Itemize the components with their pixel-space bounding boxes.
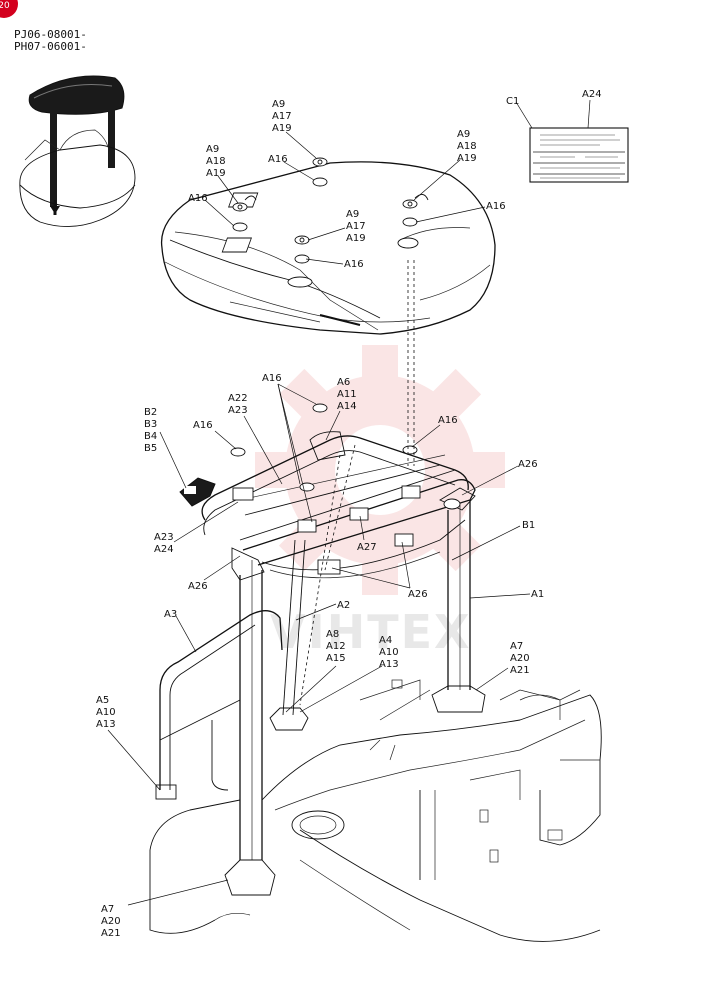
callout-line: A24 [582, 89, 602, 100]
callout-line: C1 [506, 96, 519, 107]
callout-line: A16 [344, 259, 364, 270]
callout-line: A6 [337, 377, 350, 388]
callout-line: A16 [438, 415, 458, 426]
callout-a4-a10-a13: A4 A10 A13 [379, 635, 402, 670]
callout-line: A18 [206, 156, 226, 167]
callout-line: B5 [144, 443, 157, 454]
callout-a24: A24 [582, 89, 602, 100]
warning-label-plate [529, 127, 629, 183]
callout-line: A20 [101, 916, 121, 927]
callout-line: A16 [486, 201, 506, 212]
watermark-gear [255, 345, 505, 595]
callout-line: A19 [346, 233, 366, 244]
callout-line: A19 [206, 168, 226, 179]
callout-a16-mid: A16 [344, 259, 364, 270]
callout-line: A15 [326, 653, 346, 664]
serial-line-1: PJ06-08001- [14, 28, 87, 41]
callout-a23-a24: A23 A24 [154, 532, 177, 555]
callout-a9-a17-a19-top: A9 A17 A19 [272, 99, 295, 134]
callout-a26-center: A26 [408, 589, 428, 600]
callout-line: A5 [96, 695, 109, 706]
callout-line: B3 [144, 419, 157, 430]
callout-line: A13 [96, 719, 116, 730]
callout-c1: C1 [506, 96, 519, 107]
callout-a16-frame-left: A16 [193, 420, 213, 431]
watermark-text: VIHTEX [270, 605, 471, 659]
callout-a6-a11-a14: A6 A11 A14 [337, 377, 360, 412]
callout-b2-b5: B2 B3 B4 B5 [144, 407, 160, 454]
callout-line: A9 [272, 99, 285, 110]
callout-line: A21 [510, 665, 530, 676]
callout-line: A21 [101, 928, 121, 939]
callout-line: A4 [379, 635, 392, 646]
callout-line: A9 [346, 209, 359, 220]
callout-line: A17 [346, 221, 366, 232]
callout-line: A16 [188, 193, 208, 204]
callout-line: A8 [326, 629, 339, 640]
callout-line: A9 [457, 129, 470, 140]
callout-a1: A1 [531, 589, 544, 600]
callout-line: A19 [272, 123, 292, 134]
callout-a9-a18-a19-right: A9 A18 A19 [457, 129, 480, 164]
callout-line: A7 [101, 904, 114, 915]
callout-labels: A9 A17 A19 A16 A9 A18 A19 A16 A9 A17 A19… [96, 89, 602, 939]
callout-line: A16 [268, 154, 288, 165]
callout-line: A11 [337, 389, 357, 400]
callout-a16-frame-right: A16 [438, 415, 458, 426]
callout-line: A10 [379, 647, 399, 658]
callout-line: A1 [531, 589, 544, 600]
callout-line: B4 [144, 431, 157, 442]
callout-line: A2 [337, 600, 350, 611]
callout-line: A23 [154, 532, 174, 543]
callout-line: A16 [262, 373, 282, 384]
callout-line: B1 [522, 520, 535, 531]
callout-line: A18 [457, 141, 477, 152]
callout-line: A26 [518, 459, 538, 470]
callout-a16-right: A16 [486, 201, 506, 212]
callout-line: A22 [228, 393, 248, 404]
serial-line-2: PH07-06001- [14, 40, 87, 53]
callout-b1: B1 [522, 520, 535, 531]
callout-line: A27 [357, 542, 377, 553]
callout-line: A20 [510, 653, 530, 664]
callout-line: A26 [188, 581, 208, 592]
callout-line: A9 [206, 144, 219, 155]
machine-thumbnail [19, 75, 136, 227]
machine-frame [149, 679, 602, 942]
callout-a26-left: A26 [188, 581, 208, 592]
callout-a8-a12-a15: A8 A12 A15 [326, 629, 349, 664]
callout-a26-right: A26 [518, 459, 538, 470]
callout-line: A12 [326, 641, 346, 652]
callout-a9-a18-a19-left: A9 A18 A19 [206, 144, 229, 179]
callout-a16-top: A16 [268, 154, 288, 165]
callout-line: A7 [510, 641, 523, 652]
leader-lines [107, 99, 591, 906]
callout-a9-a17-a19-mid: A9 A17 A19 [346, 209, 369, 244]
callout-line: A26 [408, 589, 428, 600]
callout-line: A17 [272, 111, 292, 122]
page-badge: 20 [0, 0, 18, 18]
callout-line: A19 [457, 153, 477, 164]
callout-a5-a10-a13: A5 A10 A13 [96, 695, 119, 730]
rops-frame [155, 260, 486, 896]
callout-line: A14 [337, 401, 357, 412]
callout-line: A3 [164, 609, 177, 620]
callout-a16-left: A16 [188, 193, 208, 204]
callout-a7-a20-a21-right: A7 A20 A21 [510, 641, 533, 676]
callout-a7-a20-a21-left: A7 A20 A21 [101, 904, 124, 939]
canopy-roof [160, 157, 496, 335]
callout-a16-frame-top: A16 [262, 373, 282, 384]
callout-line: A13 [379, 659, 399, 670]
callout-line: A10 [96, 707, 116, 718]
callout-a2: A2 [337, 600, 350, 611]
callout-a22-a23: A22 A23 [228, 393, 251, 416]
callout-line: A23 [228, 405, 248, 416]
callout-line: B2 [144, 407, 157, 418]
callout-line: A16 [193, 420, 213, 431]
callout-a3: A3 [164, 609, 177, 620]
callout-a27: A27 [357, 542, 377, 553]
callout-line: A24 [154, 544, 174, 555]
page-badge-text: 20 [0, 1, 10, 11]
